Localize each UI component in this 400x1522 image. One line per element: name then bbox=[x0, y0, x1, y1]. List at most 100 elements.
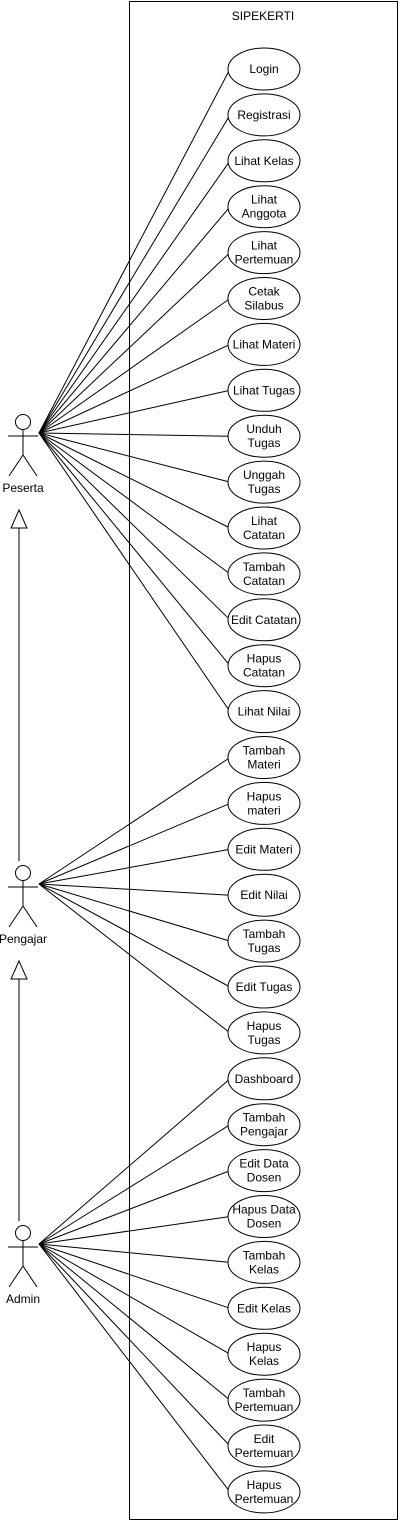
use-case-label: Dosen bbox=[247, 1217, 282, 1231]
use-case-label: Materi bbox=[247, 758, 280, 772]
use-case[interactable]: Edit Tugas bbox=[227, 965, 301, 1009]
use-case[interactable]: Lihat Kelas bbox=[227, 139, 301, 183]
use-case-label: Dosen bbox=[247, 1171, 282, 1185]
association-line bbox=[38, 432, 231, 437]
use-case-label: Pertemuan bbox=[235, 1400, 294, 1414]
association-line bbox=[38, 432, 231, 575]
associations bbox=[38, 68, 231, 1493]
use-case[interactable]: Edit Materi bbox=[227, 827, 301, 871]
use-case-label: Kelas bbox=[249, 1354, 279, 1368]
use-case-label: Hapus bbox=[247, 1019, 282, 1033]
use-case[interactable]: Edit Kelas bbox=[227, 1286, 301, 1330]
generalization-pengajar-peserta bbox=[10, 508, 28, 861]
use-case-label: Hapus bbox=[247, 789, 282, 803]
use-case-label: Pertemuan bbox=[235, 1446, 294, 1460]
use-case-label: Lihat bbox=[251, 193, 278, 207]
actor-label: Pengajar bbox=[0, 932, 47, 946]
association-line bbox=[38, 1243, 231, 1493]
actor-label: Admin bbox=[6, 1292, 40, 1306]
use-case-label: Tambah bbox=[243, 1386, 286, 1400]
use-case[interactable]: Edit Nilai bbox=[227, 873, 301, 917]
use-case-label: Tugas bbox=[248, 482, 281, 496]
use-case-label: Edit Kelas bbox=[237, 1301, 291, 1315]
association-line bbox=[38, 883, 231, 942]
system-title: SIPEKERTI bbox=[232, 9, 294, 23]
use-case-label: Hapus bbox=[247, 1478, 282, 1492]
use-case-label: Catatan bbox=[243, 666, 285, 680]
use-case-label: Pertemuan bbox=[235, 1492, 294, 1506]
use-case[interactable]: Login bbox=[227, 47, 301, 91]
association-line bbox=[38, 757, 231, 885]
use-case[interactable]: Lihat Materi bbox=[227, 322, 301, 366]
association-line bbox=[38, 883, 231, 988]
use-case-label: Tugas bbox=[248, 436, 281, 450]
use-case-label: Unduh bbox=[246, 422, 281, 436]
association-line bbox=[38, 848, 231, 885]
use-case-label: Lihat bbox=[251, 239, 278, 253]
use-case[interactable]: Lihat Tugas bbox=[227, 368, 301, 412]
association-line bbox=[38, 1243, 231, 1263]
use-case[interactable]: Edit Catatan bbox=[227, 598, 301, 642]
association-line bbox=[38, 1078, 231, 1245]
use-case-label: Lihat Materi bbox=[233, 337, 296, 351]
use-case-label: Lihat Kelas bbox=[234, 154, 293, 168]
use-case-label: Lihat Nilai bbox=[238, 705, 291, 719]
use-case-label: Tambah bbox=[243, 560, 286, 574]
use-case-label: Hapus Data bbox=[232, 1203, 296, 1217]
association-line bbox=[38, 432, 231, 667]
use-case-label: Edit Tugas bbox=[236, 980, 293, 994]
use-case-label: Tugas bbox=[248, 1033, 281, 1047]
generalizations bbox=[10, 508, 28, 1221]
association-line bbox=[38, 160, 231, 434]
association-line bbox=[38, 432, 231, 483]
use-case[interactable]: Registrasi bbox=[227, 93, 301, 137]
association-line bbox=[38, 802, 231, 885]
association-line bbox=[38, 883, 231, 1034]
use-case-label: Lihat Tugas bbox=[233, 383, 295, 397]
association-line bbox=[38, 1243, 231, 1447]
use-case-label: Edit bbox=[254, 1432, 275, 1446]
use-case-label: Tambah bbox=[243, 927, 286, 941]
system-boundary bbox=[129, 1, 398, 1520]
association-line bbox=[38, 389, 231, 434]
use-case[interactable]: Lihat Nilai bbox=[227, 690, 301, 734]
association-line bbox=[38, 206, 231, 434]
use-case-label: Edit Materi bbox=[235, 842, 292, 856]
use-case-label: Edit Catatan bbox=[231, 613, 297, 627]
association-line bbox=[38, 68, 231, 434]
actor-label: Peserta bbox=[2, 481, 44, 495]
association-line bbox=[38, 1243, 231, 1401]
use-case[interactable]: Dashboard bbox=[227, 1057, 301, 1101]
actor-peserta: Peserta bbox=[2, 414, 44, 495]
use-case-label: Edit Data bbox=[239, 1157, 289, 1171]
use-case-label: Login bbox=[249, 62, 278, 76]
association-line bbox=[38, 1124, 231, 1245]
use-case-label: Catatan bbox=[243, 528, 285, 542]
association-line bbox=[38, 432, 231, 529]
association-line bbox=[38, 1243, 231, 1355]
use-case-label: Cetak bbox=[248, 285, 280, 299]
association-line bbox=[38, 252, 231, 434]
